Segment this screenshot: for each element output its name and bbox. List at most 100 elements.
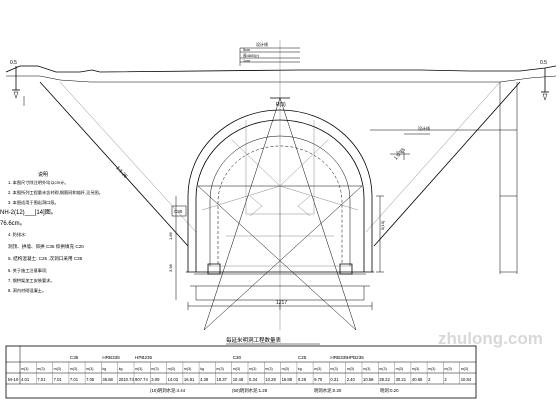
table-value-cell: 7.01 [70, 377, 79, 382]
note-8: 5. 结构混凝土: C25 ,次洞口采用 C35 [8, 255, 83, 262]
right-dimension-lines [370, 129, 517, 273]
table-unit-cell: m(3) [412, 367, 419, 371]
table-unit-cell: m(3) [37, 367, 44, 371]
table-value-cell: 2 [444, 377, 447, 382]
watermark-text: zhulong.com [438, 329, 543, 348]
table-value-cell: 7.01 [54, 377, 63, 382]
table-footnote-3: 明洞水泥:0.20 [314, 387, 342, 394]
table-unit-cell: m(3) [265, 367, 272, 371]
notes-heading: 说明 [38, 171, 48, 178]
table-unit-cell: m(3) [347, 367, 354, 371]
table-value-cell: 16.81 [184, 377, 195, 382]
edge-right-label: 0.5 [540, 60, 547, 66]
note-6: 4. 防排水: [8, 231, 26, 238]
note-1: 1. 本图尺寸除注明外均以cm计。 [8, 179, 69, 186]
left-edge-marker: 0.5 [10, 60, 20, 99]
design-line-tags: 设计线 [396, 125, 430, 160]
table-unit-cell: m(3) [151, 367, 158, 371]
left-vert-label-2: 3.98 [168, 263, 173, 272]
table-value-cell: 3.09 [151, 377, 160, 382]
table-unit-cell: m(3) [249, 367, 256, 371]
table-unit-cell: m(3) [461, 367, 468, 371]
table-column-lines [19, 346, 460, 384]
note-4: NH-2(12)___[14]图。 [0, 209, 57, 216]
table-unit-cell: m(3) [216, 367, 223, 371]
vertical-guides [23, 40, 518, 330]
table-unit-cell: m(3) [314, 367, 321, 371]
note-2: 2. 本图所列工程量未含衬砌,钢筋网和锚杆,见另图。 [8, 189, 103, 196]
table-unit-cell: m(3) [184, 367, 191, 371]
note-7: 洞顶、拱墙、仰拱 C35 仰拱填充 C20 [8, 243, 84, 250]
table-unit-cell: kg [119, 367, 123, 371]
note-9: 6. 关于施工注意事项; [8, 267, 47, 274]
table-material-header: HRB335 [102, 355, 120, 360]
note-10: 7. 钢拱架加工安装要求。 [8, 277, 55, 284]
left-vert-label-1: 1.86 [168, 231, 173, 240]
watermark: zhulong.com [438, 329, 543, 348]
table-unit-cell: m(3) [379, 367, 386, 371]
table-value-cell: 10.48 [233, 377, 244, 382]
table-material-header: C35 [70, 355, 79, 360]
table-unit-cell: kg [102, 367, 106, 371]
table-value-cell: 38.22 [379, 377, 390, 382]
ground-surface [5, 65, 557, 83]
table-value-cell: 2 [428, 377, 431, 382]
note-11: 8. 洞内衬砌混凝土。 [8, 287, 46, 294]
table-value-cell: 0.31 [330, 377, 339, 382]
table-material-header: HPB235 [135, 355, 153, 360]
table-value-cell: 14.03 [168, 377, 179, 382]
table-material-header: C30 [233, 355, 242, 360]
table-material-header: HPB235 [347, 355, 365, 360]
table-unit-cell: m(3) [428, 367, 435, 371]
table-unit-cell: m(3) [330, 367, 337, 371]
right-lining-annotations: 5(10) [376, 195, 385, 273]
table-value-cell: 4.01 [21, 377, 30, 382]
table-material-header: HRB335 [330, 355, 348, 360]
table-unit-cell: m(3) [168, 367, 175, 371]
right-dim-label: 5(10) [380, 220, 385, 230]
table-unit-cell: m(3) [54, 367, 61, 371]
left-lining-annotations: C30 1.86 3.98 [168, 196, 187, 300]
note-5: 76.6cm。 [0, 221, 26, 227]
table-unit-cell: m(3) [363, 367, 370, 371]
table-unit-cells: m(3) m(3) m(3) m(3) m(3) kg kg m(3) m(3) m(3) m(3)… [21, 367, 468, 371]
table-value-cell: 36.68 [102, 377, 113, 382]
design-line-top-label: 设计线 [256, 41, 268, 47]
design-line-right-label: 设计线 [418, 125, 430, 131]
table-unit-cell: kg [298, 367, 302, 371]
table-value-cell: 10.84 [461, 377, 472, 382]
table-value-cell: 9.70 [314, 377, 323, 382]
notes-block: 说明 1. 本图尺寸除注明外均以cm计。 2. 本图所列工程量未含衬砌,钢筋网和… [0, 171, 103, 294]
table-unit-cell: m(3) [233, 367, 240, 371]
table-value-cell: 18.37 [216, 377, 227, 382]
table-unit-cell: kg [200, 367, 204, 371]
table-title: 每延米明洞工程数量表 [226, 336, 282, 344]
table-value-cell: 30.21 [396, 377, 407, 382]
table-footnote-4: 明洞:0.20 [380, 387, 399, 394]
table-value-cell: 2.40 [347, 377, 356, 382]
table-value-cell: 4.28 [200, 377, 209, 382]
edge-left-label: 0.5 [10, 60, 17, 66]
bottom-dim-label: 1217 [276, 300, 287, 306]
table-value-cell: 40.65 [412, 377, 423, 382]
table-unit-cell: m(3) [21, 367, 28, 371]
table-value-cell: 907.74 [135, 377, 148, 382]
table-value-cell: 0.34 [249, 377, 258, 382]
pavement-note-2: 厚4800(r) [243, 53, 260, 58]
table-unit-cell: m(3) [444, 367, 451, 371]
c30-label: C30 [174, 209, 183, 214]
table-value-cell: 10.29 [265, 377, 276, 382]
table-value-cell: 0.29 [298, 377, 307, 382]
table-value-cell: 2010.74 [119, 377, 135, 382]
pavement-annotation-box: 设计线 5cm 厚4800(r) 1cm [239, 41, 300, 66]
pavement-note-3: 1cm [243, 59, 250, 63]
table-unit-cell: m(3) [282, 367, 289, 371]
table-material-header: C25 [298, 355, 307, 360]
pavement-note-1: 5cm [243, 48, 250, 52]
bottom-dimension: 1217 [187, 300, 373, 310]
table-value-cell: 7.01 [37, 377, 46, 382]
